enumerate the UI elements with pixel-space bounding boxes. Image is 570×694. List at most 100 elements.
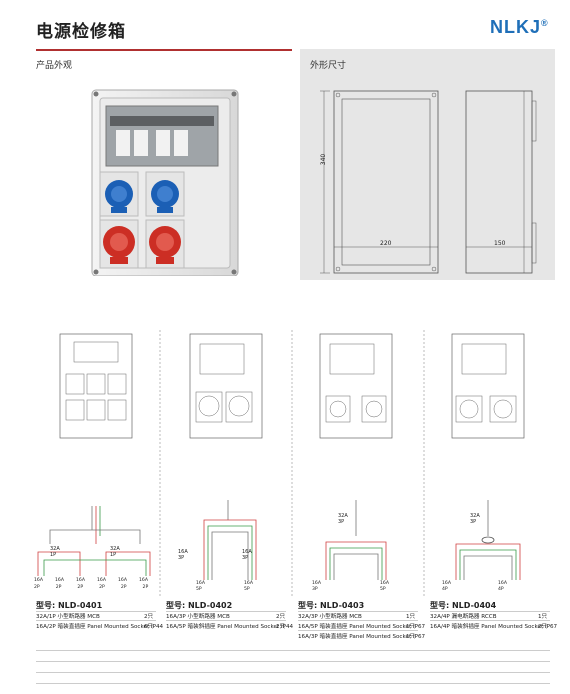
blank-rules — [36, 640, 550, 684]
wiring-diagrams — [37, 330, 525, 596]
socket-rating: 16A — [442, 581, 451, 586]
socket-poles: 2P — [99, 585, 105, 590]
spec-row: 16A/5P 暗装直插座 Panel Mounted Socket IP67 — [298, 624, 426, 630]
logo-text: NLKJ — [490, 17, 542, 37]
breaker-poles: 3P — [178, 555, 185, 561]
socket-poles: 5P — [380, 587, 386, 592]
breaker-poles: 3P — [338, 519, 345, 525]
model-title-0403: 型号: NLD-0403 — [298, 601, 365, 610]
front-view-0402 — [189, 333, 263, 439]
spec-qty: 2只 — [538, 624, 548, 630]
divider — [298, 620, 418, 621]
brand-logo: NLKJ® — [490, 17, 549, 38]
model-title-0401: 型号: NLD-0401 — [36, 601, 103, 610]
spec-row: 16A/5P 暗装斜插座 Panel Mounted Socket IP44 — [166, 624, 294, 630]
product-photo — [36, 76, 292, 277]
spec-qty: 6只 — [144, 624, 154, 630]
spec-row: 32A/1P 小型断路器 MCB — [36, 614, 100, 620]
socket-poles: 2P — [34, 585, 40, 590]
model-title-0404: 型号: NLD-0404 — [430, 601, 497, 610]
divider — [166, 611, 286, 612]
breaker-rating: 32A — [470, 513, 480, 519]
spec-qty: 1只 — [406, 624, 416, 630]
spec-row: 16A/2P 暗装直插座 Panel Mounted Socket IP44 — [36, 624, 164, 630]
socket-rating: 16A — [118, 578, 127, 583]
header-rule-accent — [36, 49, 292, 51]
socket-poles: 2P — [142, 585, 149, 590]
page-title: 电源检修箱 — [36, 22, 126, 42]
socket-rating: 16A — [97, 578, 106, 583]
spec-qty: 2只 — [276, 614, 286, 620]
registered-mark: ® — [541, 18, 549, 28]
model-title-0402: 型号: NLD-0402 — [166, 601, 233, 610]
spec-qty: 1只 — [538, 614, 548, 620]
front-view-0403 — [319, 333, 393, 439]
socket-rating: 16A — [312, 581, 321, 586]
spec-qty: 1只 — [406, 614, 416, 620]
socket-rating: 16A — [139, 578, 148, 583]
wiring-0401-sockets: 16A 16A 16A 16A 16A 16A — [34, 578, 148, 583]
socket-rating: 16A — [196, 581, 205, 586]
breaker-poles: 3P — [470, 519, 477, 525]
socket-poles: 2P — [77, 585, 84, 590]
socket-rating: 16A — [498, 581, 507, 586]
socket-poles: 4P — [442, 587, 448, 592]
socket-poles: 5P — [196, 587, 202, 592]
socket-rating: 16A — [244, 581, 253, 586]
spec-qty: 1只 — [406, 634, 416, 640]
dimension-panel — [300, 49, 555, 280]
breaker-rating: 16A — [178, 549, 188, 555]
divider — [430, 620, 550, 621]
spec-qty: 2只 — [276, 624, 286, 630]
section-label-dimensions: 外形尺寸 — [310, 61, 347, 71]
wiring-0401-poles: 2P 2P 2P 2P 2P 2P — [34, 585, 148, 590]
socket-rating: 16A — [34, 578, 43, 583]
socket-rating: 16A — [76, 578, 85, 583]
breaker-poles: 3P — [242, 555, 249, 561]
socket-poles: 2P — [120, 585, 127, 590]
spec-row: 16A/4P 暗装斜插座 Panel Mounted Socket IP67 — [430, 624, 558, 630]
breaker-poles: 1P — [50, 552, 57, 558]
breaker-rating: 32A — [50, 546, 60, 552]
section-label-appearance: 产品外观 — [36, 61, 73, 71]
socket-poles: 5P — [244, 587, 250, 592]
breaker-rating: 32A — [110, 546, 120, 552]
divider — [298, 611, 418, 612]
spec-row: 32A/3P 小型断路器 MCB — [298, 614, 362, 620]
dim-width-label: 220 — [380, 240, 392, 247]
socket-poles: 4P — [498, 587, 504, 592]
front-view-0404 — [451, 333, 525, 439]
dim-height-label: 340 — [320, 153, 328, 166]
divider — [36, 611, 156, 612]
dim-depth-label: 150 — [494, 240, 506, 247]
spec-qty: 2只 — [144, 614, 154, 620]
front-view-0401 — [59, 333, 133, 439]
spec-row: 16A/3P 小型断路器 MCB — [166, 614, 230, 620]
divider — [36, 620, 156, 621]
divider — [166, 620, 286, 621]
divider — [298, 630, 418, 631]
dimension-drawing — [320, 90, 537, 274]
spec-row: 16A/3P 暗装直插座 Panel Mounted Socket IP67 — [298, 634, 426, 640]
breaker-rating: 32A — [338, 513, 348, 519]
divider — [430, 611, 550, 612]
socket-poles: 2P — [55, 585, 62, 590]
breaker-poles: 1P — [110, 552, 117, 558]
socket-rating: 16A — [380, 581, 389, 586]
socket-poles: 3P — [312, 587, 318, 592]
breaker-rating: 16A — [242, 549, 252, 555]
socket-rating: 16A — [55, 578, 64, 583]
spec-row: 32A/4P 漏电断路器 RCCB — [430, 614, 497, 620]
